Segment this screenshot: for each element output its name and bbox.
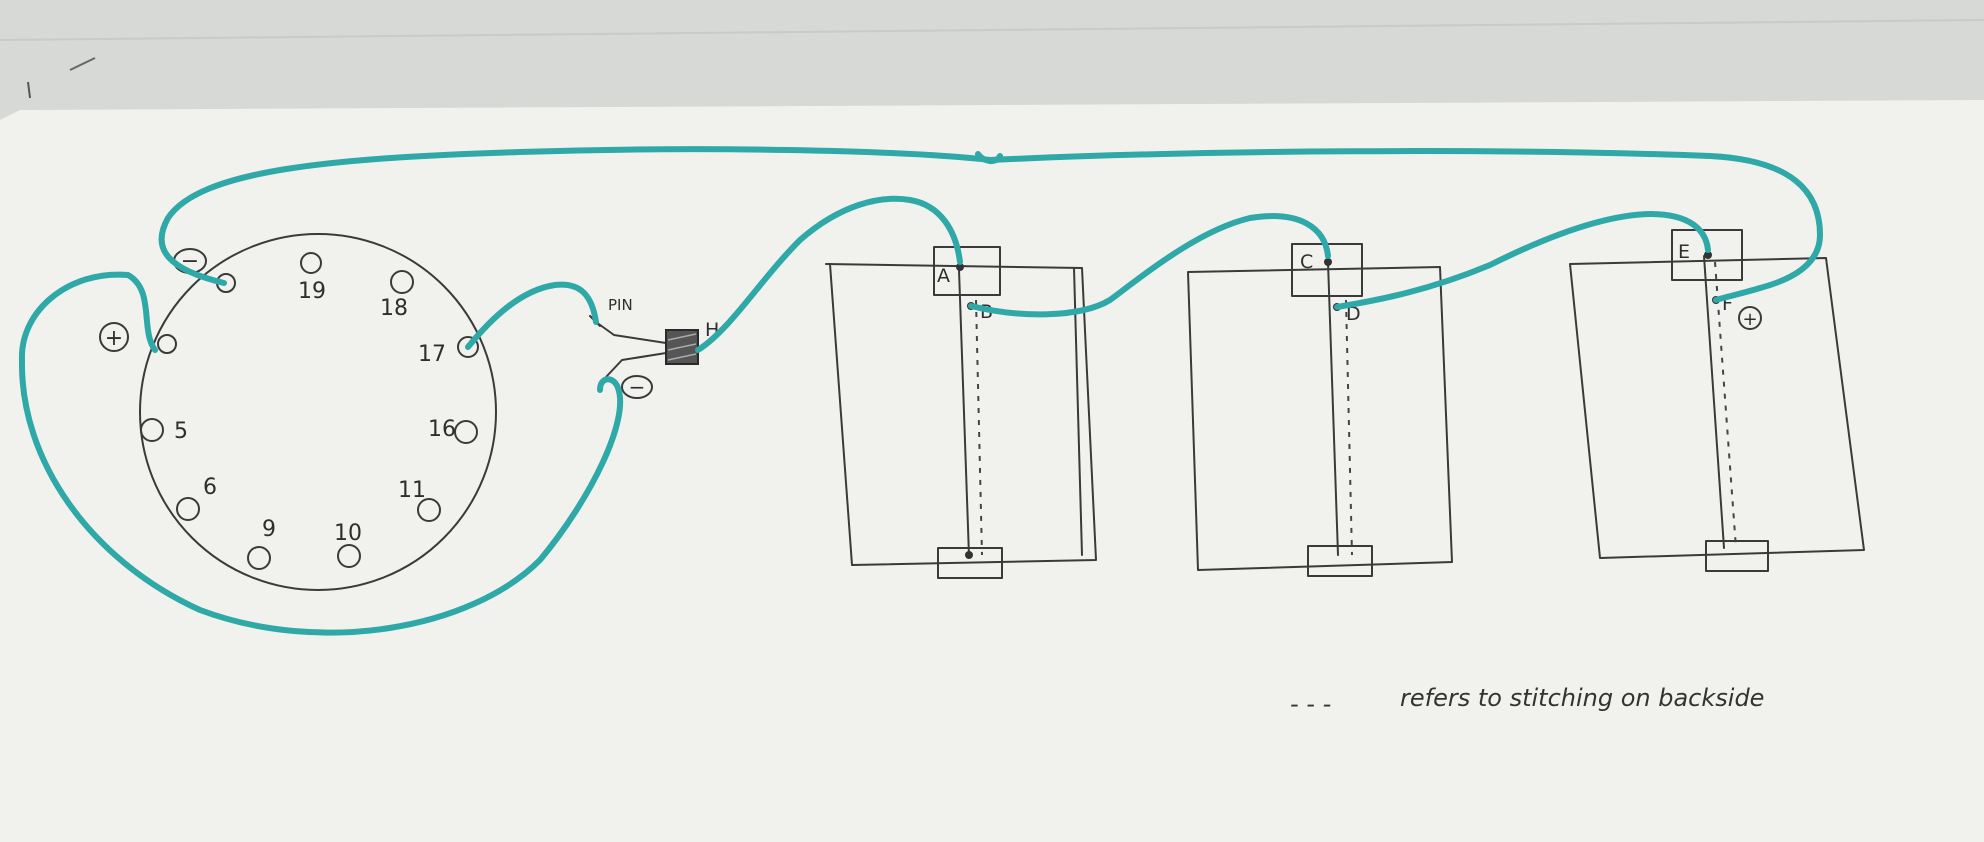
port-11 bbox=[417, 498, 441, 522]
port-19 bbox=[300, 252, 322, 274]
switch-pin-label: PIN bbox=[608, 296, 633, 314]
panel-1-point-a: A bbox=[937, 265, 950, 287]
plus-sign-left: + bbox=[105, 326, 123, 351]
switch-box bbox=[665, 329, 699, 365]
port-18 bbox=[390, 270, 414, 294]
paper-top-edge bbox=[0, 19, 1984, 41]
thread-outer-loop bbox=[18, 271, 624, 636]
plus-marker-panel: + bbox=[1738, 306, 1762, 330]
port-6 bbox=[176, 497, 200, 521]
thread-17-to-pin bbox=[465, 281, 599, 350]
panel-2-point-c: C bbox=[1300, 251, 1313, 273]
plus-marker-left: + bbox=[99, 322, 129, 352]
legend: - - - refers to stitching on backside bbox=[1290, 684, 1764, 718]
panel-1-bottom-tab bbox=[937, 547, 1003, 579]
thread-knot bbox=[975, 151, 1003, 164]
legend-dash: - - - bbox=[1290, 690, 1331, 718]
port-label-16: 16 bbox=[428, 417, 456, 442]
panel-2-point-d: D bbox=[1346, 303, 1361, 325]
thread-d-to-e bbox=[1334, 211, 1711, 310]
pencil-mark-2 bbox=[27, 81, 31, 99]
ports bbox=[140, 252, 479, 570]
panel-3-point-f: F bbox=[1722, 293, 1733, 315]
thread-top-loop bbox=[158, 146, 1823, 303]
circular-board bbox=[139, 233, 497, 591]
panel-3-point-e: E bbox=[1678, 241, 1690, 263]
port-5 bbox=[140, 418, 164, 442]
port-label-9: 9 bbox=[262, 517, 276, 542]
port-17 bbox=[457, 336, 479, 358]
panel-3-top-tab bbox=[1671, 229, 1743, 281]
plus-sign-panel: + bbox=[1742, 309, 1757, 330]
port-label-5: 5 bbox=[174, 419, 188, 444]
paper-sheet bbox=[0, 100, 1984, 842]
port-10 bbox=[337, 544, 361, 568]
panel-2-bottom-tab bbox=[1307, 545, 1373, 577]
thread-h-to-a bbox=[695, 195, 963, 353]
port-9 bbox=[247, 546, 271, 570]
port-label-18: 18 bbox=[380, 296, 408, 321]
conductive-thread bbox=[18, 146, 1823, 636]
panel-2: C D bbox=[1187, 243, 1453, 577]
panel-3-bottom-tab bbox=[1705, 540, 1769, 572]
port-plus bbox=[157, 334, 177, 354]
panel-3: E F bbox=[1569, 229, 1865, 572]
pencil-mark bbox=[69, 57, 96, 71]
port-label-6: 6 bbox=[203, 475, 217, 500]
thread-b-to-c bbox=[968, 213, 1331, 318]
switch-component: PIN H bbox=[589, 296, 719, 378]
port-label-11: 11 bbox=[398, 478, 426, 503]
port-label-17: 17 bbox=[418, 342, 446, 367]
minus-sign-switch: − bbox=[629, 375, 646, 399]
legend-text: refers to stitching on backside bbox=[1400, 684, 1764, 712]
port-16 bbox=[454, 420, 478, 444]
minus-marker-switch: − bbox=[621, 375, 653, 399]
port-label-19: 19 bbox=[298, 279, 326, 304]
panel-1-top-tab bbox=[933, 246, 1001, 296]
port-label-10: 10 bbox=[334, 521, 362, 546]
